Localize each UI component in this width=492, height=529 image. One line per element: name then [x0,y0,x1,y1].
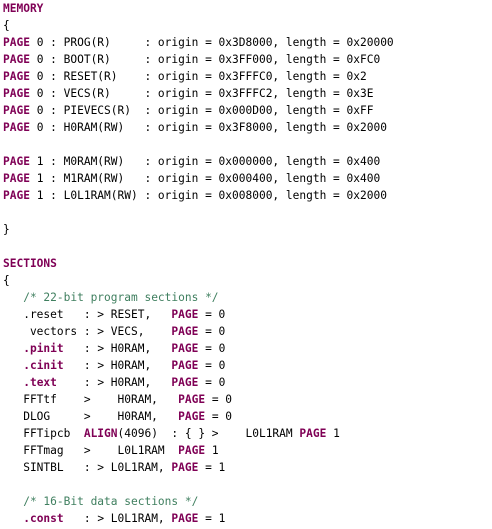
code-text [3,495,23,508]
code-text: (4096) : { } > L0L1RAM [117,427,300,440]
code-comment: /* 16-Bit data sections */ [23,495,199,508]
code-keyword: PAGE [178,393,206,406]
code-line: DLOG > H0RAM, PAGE = 0 [3,408,232,425]
code-text: = 1 [198,461,226,474]
code-text: = 0 [198,325,226,338]
code-text: 1 [326,427,340,440]
code-text: = 0 [205,410,233,423]
code-keyword: .pinit [23,342,64,355]
code-keyword: PAGE [171,461,199,474]
code-text: = 0 [198,342,226,355]
code-text [3,342,23,355]
code-keyword: ALIGN [83,427,118,440]
code-text: FFTipcb [3,427,84,440]
code-text: 1 [205,444,219,457]
code-text [3,291,23,304]
code-line: } [3,221,10,238]
code-text: { [3,274,10,287]
code-line: FFTtf > H0RAM, PAGE = 0 [3,391,232,408]
code-text: = 0 [198,376,226,389]
code-text: : > H0RAM, [56,376,172,389]
code-line: vectors : > VECS, PAGE = 0 [3,323,225,340]
code-text: } [3,223,10,236]
code-comment: /* 22-bit program sections */ [23,291,219,304]
code-keyword: PAGE [3,104,30,117]
code-line: /* 16-Bit data sections */ [3,493,198,510]
code-text [3,376,23,389]
code-keyword: PAGE [299,427,327,440]
code-keyword: PAGE [171,308,199,321]
code-keyword: .const [23,512,64,525]
code-text: vectors : > VECS, [3,325,172,338]
code-text [3,359,23,372]
code-text: 0 : RESET(R) : origin = 0x3FFFC0, length… [29,70,367,83]
code-line: FFTmag > L0L1RAM PAGE 1 [3,442,219,459]
code-line: PAGE 1 : L0L1RAM(RW) : origin = 0x008000… [3,187,387,204]
code-line: PAGE 0 : PIEVECS(R) : origin = 0x000D00,… [3,102,373,119]
code-line: PAGE 1 : M1RAM(RW) : origin = 0x000400, … [3,170,380,187]
code-keyword: SECTIONS [3,257,57,270]
code-line: PAGE 0 : VECS(R) : origin = 0x3FFFC2, le… [3,85,373,102]
code-line: SINTBL : > L0L1RAM, PAGE = 1 [3,459,225,476]
code-text: .reset : > RESET, [3,308,172,321]
code-keyword: PAGE [3,87,30,100]
code-line: SECTIONS [3,255,57,272]
code-text: = 0 [198,308,226,321]
code-line: MEMORY [3,0,43,17]
code-keyword: PAGE [178,444,206,457]
code-keyword: PAGE [3,53,30,66]
code-keyword: PAGE [171,342,199,355]
code-line: .pinit : > H0RAM, PAGE = 0 [3,340,225,357]
code-line: PAGE 0 : RESET(R) : origin = 0x3FFFC0, l… [3,68,367,85]
code-keyword: PAGE [171,376,199,389]
code-text: : > L0L1RAM, [63,512,172,525]
code-text: = 1 [198,512,226,525]
code-text: 0 : H0RAM(RW) : origin = 0x3F8000, lengt… [29,121,387,134]
code-text: DLOG > H0RAM, [3,410,179,423]
code-text: 0 : VECS(R) : origin = 0x3FFFC2, length … [29,87,374,100]
code-keyword: PAGE [3,121,30,134]
code-keyword: PAGE [3,36,30,49]
code-line: .cinit : > H0RAM, PAGE = 0 [3,357,225,374]
code-line: .text : > H0RAM, PAGE = 0 [3,374,225,391]
code-text: 1 : M1RAM(RW) : origin = 0x000400, lengt… [29,172,381,185]
code-line: PAGE 1 : M0RAM(RW) : origin = 0x000000, … [3,153,380,170]
code-text: = 0 [198,359,226,372]
code-text: 0 : PROG(R) : origin = 0x3D8000, length … [29,36,394,49]
code-text [3,512,23,525]
code-line: .const : > L0L1RAM, PAGE = 1 [3,510,225,527]
code-line: FFTipcb ALIGN(4096) : { } > L0L1RAM PAGE… [3,425,340,442]
code-line: { [3,17,10,34]
code-text: FFTtf > H0RAM, [3,393,179,406]
code-keyword: PAGE [3,189,30,202]
code-keyword: MEMORY [3,2,44,15]
code-keyword: .cinit [23,359,64,372]
code-text: 1 : L0L1RAM(RW) : origin = 0x008000, len… [29,189,387,202]
code-line: { [3,272,10,289]
code-keyword: .text [23,376,57,389]
code-keyword: PAGE [171,325,199,338]
code-keyword: PAGE [3,172,30,185]
code-keyword: PAGE [171,359,199,372]
code-text: : > H0RAM, [63,342,172,355]
code-text: FFTmag > L0L1RAM [3,444,179,457]
code-text: = 0 [205,393,233,406]
code-line: PAGE 0 : BOOT(R) : origin = 0x3FF000, le… [3,51,380,68]
code-line: /* 22-bit program sections */ [3,289,219,306]
code-text: 0 : PIEVECS(R) : origin = 0x000D00, leng… [29,104,374,117]
code-text: SINTBL : > L0L1RAM, [3,461,172,474]
code-line: .reset : > RESET, PAGE = 0 [3,306,225,323]
code-text: 1 : M0RAM(RW) : origin = 0x000000, lengt… [29,155,381,168]
code-keyword: PAGE [3,155,30,168]
code-line: PAGE 0 : PROG(R) : origin = 0x3D8000, le… [3,34,394,51]
code-text: { [3,19,10,32]
code-text: : > H0RAM, [63,359,172,372]
code-keyword: PAGE [171,512,199,525]
code-keyword: PAGE [178,410,206,423]
code-line: PAGE 0 : H0RAM(RW) : origin = 0x3F8000, … [3,119,387,136]
code-keyword: PAGE [3,70,30,83]
code-text: 0 : BOOT(R) : origin = 0x3FF000, length … [29,53,381,66]
